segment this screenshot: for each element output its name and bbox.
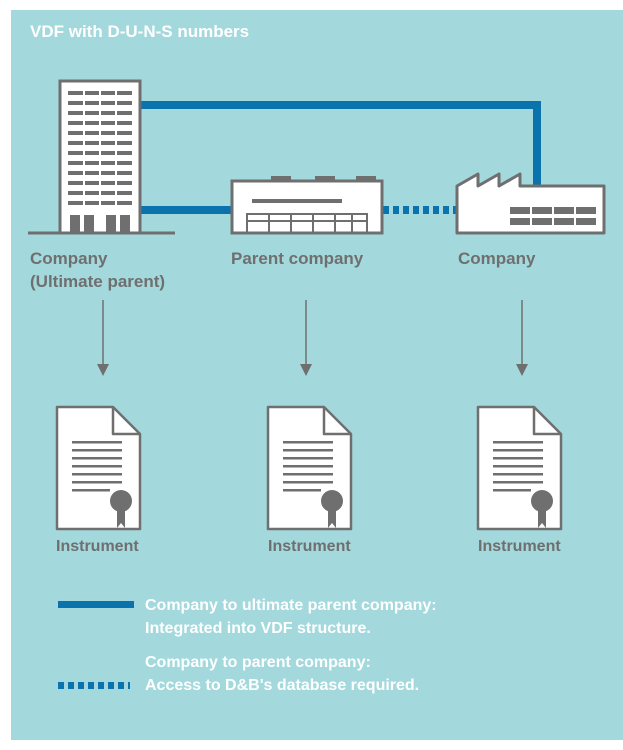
legend-solid-line-swatch: [58, 601, 134, 608]
ultimate-parent-label-line2: (Ultimate parent): [30, 272, 166, 291]
certificate-document-icon: [55, 405, 142, 531]
instrument-label: Instrument: [478, 538, 561, 555]
office-tower-icon: [28, 79, 175, 235]
legend-solid-text: Company to ultimate parent company: Inte…: [145, 594, 437, 640]
legend-dotted-line-swatch: [58, 682, 130, 689]
ultimate-parent-label-line1: Company: [30, 249, 108, 268]
warehouse-icon: [230, 176, 384, 235]
legend-dotted-line1: Company to parent company:: [145, 654, 371, 671]
ultimate-parent-label: Company (Ultimate parent): [30, 247, 165, 293]
instrument-label: Instrument: [268, 538, 351, 555]
certificate-document-icon: [476, 405, 563, 531]
instrument-label: Instrument: [56, 538, 139, 555]
arrow-parent-to-instrument: [300, 300, 312, 376]
company-label: Company: [458, 249, 536, 268]
legend-solid-line1: Company to ultimate parent company:: [145, 597, 437, 614]
legend-dotted-text: Company to parent company: Access to D&B…: [145, 651, 419, 697]
diagram-title: VDF with D-U-N-S numbers: [30, 22, 250, 41]
connector-ultimate-to-company: [140, 101, 541, 192]
factory-icon: [455, 172, 606, 235]
arrow-ultimate-to-instrument: [97, 300, 109, 376]
certificate-document-icon: [266, 405, 353, 531]
legend-dotted-line2: Access to D&B's database required.: [145, 677, 420, 694]
legend-solid-line2: Integrated into VDF structure.: [145, 620, 371, 637]
parent-company-label: Parent company: [231, 249, 364, 268]
arrow-company-to-instrument: [516, 300, 528, 376]
